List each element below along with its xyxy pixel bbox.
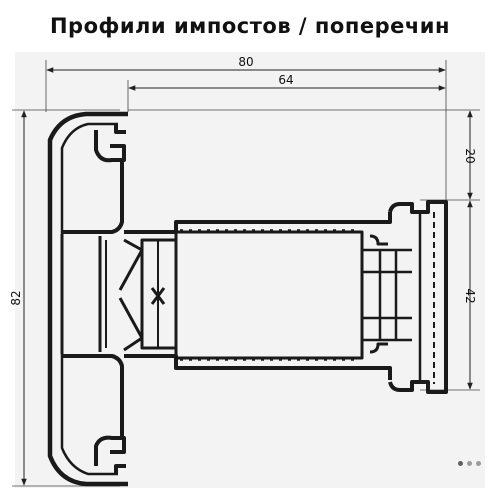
stem-bottom-wall: [62, 354, 392, 438]
carousel-dot[interactable]: [476, 461, 481, 466]
dim-label-82: 82: [9, 290, 23, 305]
impost-profile: [47, 111, 448, 487]
dim-label-64: 64: [278, 73, 293, 87]
right-block: [388, 200, 448, 394]
top-hook: [94, 124, 126, 163]
carousel-dot[interactable]: [467, 461, 472, 466]
main-chamber: [174, 230, 364, 360]
page-title: Профили импостов / поперечин: [49, 14, 451, 38]
bottom-hook: [94, 435, 126, 474]
dimension-lines: [21, 67, 473, 486]
x-mark: [150, 287, 166, 305]
stem-top-wall: [62, 160, 392, 234]
dim-label-20: 20: [463, 148, 477, 163]
carousel-indicator: [458, 461, 481, 466]
dim-label-80: 80: [238, 55, 253, 69]
left-flange-inner: [60, 122, 118, 476]
left-flange-outer: [47, 111, 128, 487]
carousel-dot[interactable]: [458, 461, 463, 466]
stem-v-web: [118, 238, 144, 352]
dim-label-42: 42: [463, 288, 477, 303]
extension-lines: [12, 60, 480, 487]
